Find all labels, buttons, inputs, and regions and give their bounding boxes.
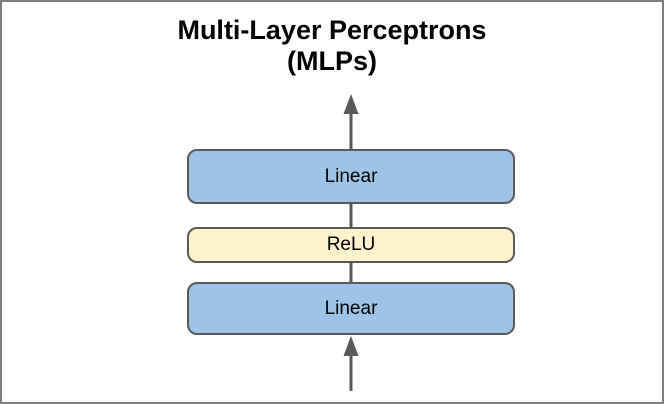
node-label: Linear: [324, 165, 378, 187]
output-arrowhead-icon: [343, 94, 359, 114]
node-relu: ReLU: [187, 227, 515, 263]
diagram-title: Multi-Layer Perceptrons (MLPs): [2, 15, 662, 77]
node-linear-bottom: Linear: [187, 282, 515, 335]
title-line-1: Multi-Layer Perceptrons: [177, 15, 487, 45]
node-label: Linear: [324, 297, 378, 319]
node-label: ReLU: [326, 234, 376, 255]
input-arrowhead-icon: [343, 336, 359, 356]
title-line-2: (MLPs): [287, 46, 377, 76]
node-linear-top: Linear: [187, 149, 515, 204]
